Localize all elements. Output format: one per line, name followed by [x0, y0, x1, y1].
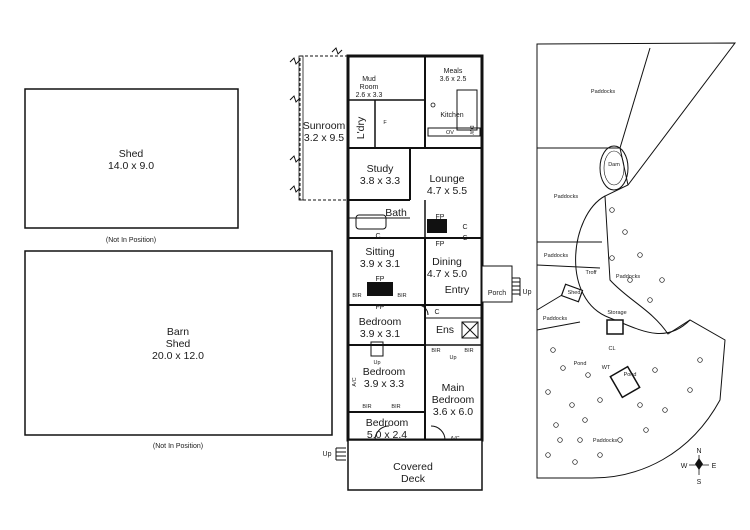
cupboard-label-4: C: [434, 309, 439, 316]
compass-rose: N S E W: [681, 448, 717, 486]
dining-dims: 4.7 x 5.0: [427, 268, 467, 280]
bedroom3-label: Bedroom: [366, 417, 409, 429]
barn-label: Barn: [167, 326, 189, 338]
barn-dims: 20.0 x 12.0: [152, 350, 204, 362]
barn-shed-label: Shed: [166, 338, 191, 350]
dining-label: Dining: [432, 256, 462, 268]
shed-note: (Not In Position): [106, 237, 156, 244]
fireplace-label-2: FP: [436, 241, 445, 248]
site-paddocks-label-2: Paddocks: [554, 194, 578, 200]
site-cl-label: CL: [608, 346, 615, 352]
mud-room-label-1: Mud: [362, 76, 376, 83]
bedroom1-label: Bedroom: [359, 316, 402, 328]
covered-deck-label-1: Covered: [393, 461, 433, 473]
compass-s: S: [697, 479, 702, 486]
fireplace-label-1: FP: [436, 214, 445, 221]
deck-up-label: Up: [323, 451, 332, 458]
kitchen-label: Kitchen: [440, 112, 463, 119]
shed-outbuilding: Shed 14.0 x 9.0 (Not In Position): [24, 88, 239, 244]
bedroom2-dims: 3.9 x 3.3: [364, 378, 404, 390]
sunroom-label: Sunroom: [303, 120, 346, 132]
site-storage-label: Storage: [607, 310, 626, 316]
bir-label-1: BIR: [352, 293, 361, 299]
sitting-label: Sitting: [365, 246, 394, 258]
barn-note: (Not In Position): [153, 443, 203, 450]
site-wt-label: WT: [602, 365, 611, 371]
main-bedroom-label-2: Bedroom: [432, 394, 475, 406]
site-paddocks-label-3: Paddocks: [544, 253, 568, 259]
covered-deck-label-2: Deck: [401, 473, 426, 485]
oven-label: OV: [446, 130, 454, 136]
compass-e: E: [712, 463, 717, 470]
site-paddocks-label-6: Paddocks: [593, 438, 617, 444]
shed-dims: 14.0 x 9.0: [108, 160, 154, 172]
sitting-dims: 3.9 x 3.1: [360, 258, 400, 270]
laundry-label: L'dry: [355, 116, 367, 139]
study-label: Study: [367, 163, 395, 175]
mud-room-label-2: Room: [360, 84, 379, 91]
shed-label: Shed: [119, 148, 144, 160]
bedroom1-dims: 3.9 x 3.1: [360, 328, 400, 340]
meals-label: Meals: [444, 68, 463, 75]
study-dims: 3.8 x 3.3: [360, 175, 400, 187]
barn-shed-outbuilding: Barn Shed 20.0 x 12.0 (Not In Position): [24, 250, 333, 450]
site-dam-label: Dam: [608, 162, 620, 168]
sunroom-dims: 3.2 x 9.5: [304, 132, 344, 144]
site-paddocks-label-4: Paddocks: [616, 274, 640, 280]
site-paddocks-label-5: Paddocks: [543, 316, 567, 322]
bedroom2-label: Bedroom: [363, 366, 406, 378]
porch-label: Porch: [488, 290, 506, 297]
fridge-label: F: [383, 120, 387, 126]
compass-w: W: [681, 463, 688, 470]
house-floor-plan: Mud Room 2.6 x 3.3 Meals 3.6 x 2.5 Kitch…: [289, 47, 532, 491]
porch-up-label: Up: [523, 289, 532, 296]
bedroom3-dims: 5.0 x 2.4: [367, 429, 407, 441]
lounge-dims: 4.7 x 5.5: [427, 185, 467, 197]
site-pond-label-2: Pond: [624, 372, 637, 378]
mud-room-dims: 2.6 x 3.3: [356, 92, 383, 99]
cupboard-label-3: C: [462, 235, 467, 242]
fireplace-label-4: FP: [376, 304, 385, 311]
bir-label-5: BIR: [362, 404, 371, 410]
site-troff-label: Troff: [585, 270, 596, 276]
dishwasher-label: DW: [468, 125, 474, 135]
bir-label-3: BIR: [431, 348, 440, 354]
cupboard-label-2: C: [462, 224, 467, 231]
main-bedroom-dims: 3.6 x 6.0: [433, 406, 473, 418]
cupboard-label-1: C: [375, 233, 380, 240]
ensuite-up-label: Up: [449, 355, 456, 361]
ac-label-2: A/C: [450, 436, 459, 442]
site-plan: Paddocks Paddocks Paddocks Paddocks Padd…: [536, 42, 737, 479]
bedroom-up-label: Up: [373, 360, 380, 366]
site-paddocks-label-1: Paddocks: [591, 89, 615, 95]
ac-label-1: A/C: [352, 377, 358, 386]
compass-n: N: [696, 448, 701, 455]
entry-label: Entry: [445, 284, 470, 296]
site-shed-label: Shed: [568, 290, 581, 296]
main-bedroom-label-1: Main: [442, 382, 465, 394]
ensuite-label: Ens: [436, 324, 454, 336]
fireplace-label-3: FP: [376, 276, 385, 283]
site-pond-label-1: Pond: [574, 361, 587, 367]
meals-dims: 3.6 x 2.5: [440, 76, 467, 83]
bir-label-6: BIR: [391, 404, 400, 410]
bir-label-2: BIR: [397, 293, 406, 299]
bath-label: Bath: [385, 207, 407, 219]
bir-label-4: BIR: [464, 348, 473, 354]
lounge-label: Lounge: [429, 173, 464, 185]
